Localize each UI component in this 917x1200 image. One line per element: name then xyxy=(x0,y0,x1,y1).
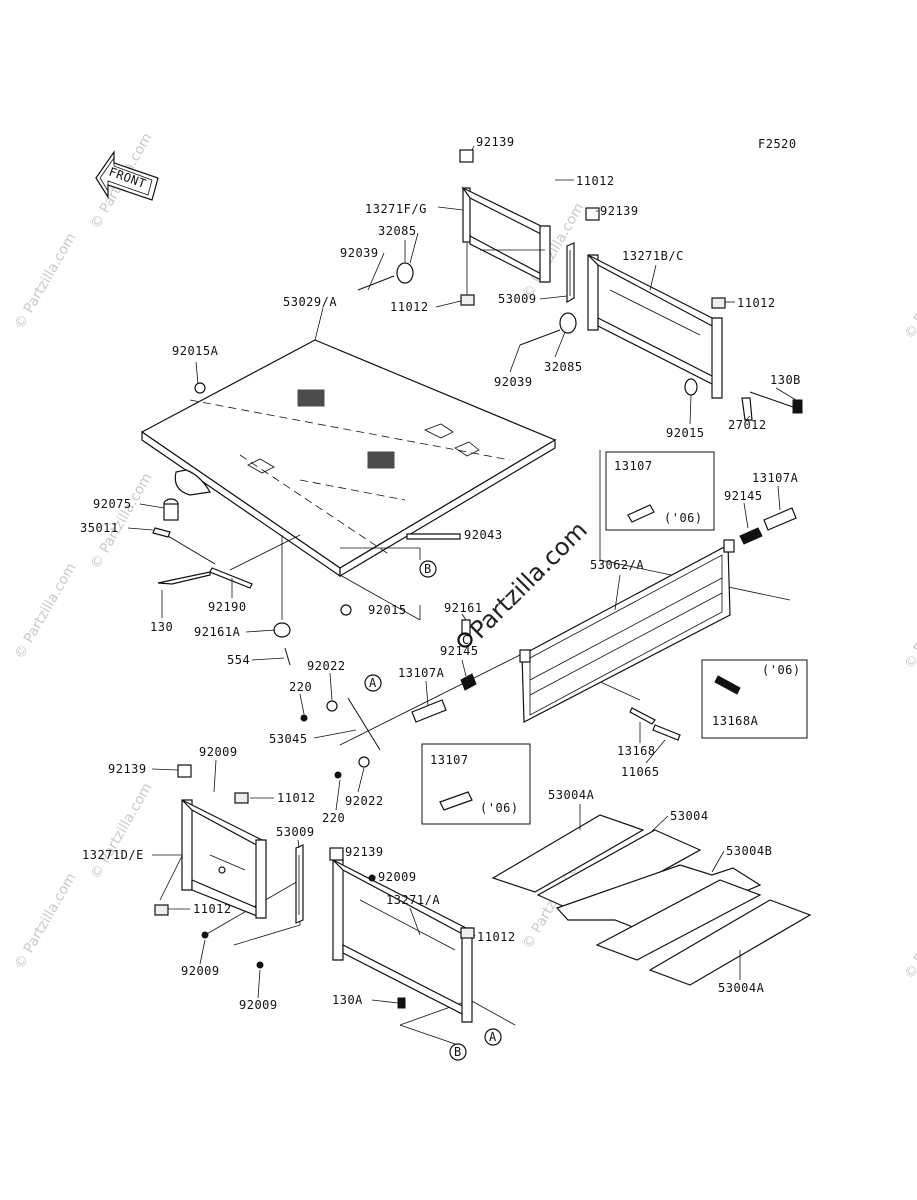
part-label: 92039 xyxy=(494,375,533,389)
part-label: 53009 xyxy=(498,292,537,306)
part-label: 92039 xyxy=(340,246,379,260)
part-label: 53062/A xyxy=(590,558,644,572)
front-panel-13271fg xyxy=(459,149,551,306)
part-label: 13168 xyxy=(617,744,656,758)
callout-markers: B A B A C xyxy=(364,560,502,1061)
part-label: 92022 xyxy=(345,794,384,808)
part-label: 53004B xyxy=(726,844,772,858)
part-label: 130B xyxy=(770,373,801,387)
side-panel-13271bc xyxy=(519,207,803,421)
label-leaders xyxy=(127,145,797,1004)
part-label: 92015 xyxy=(666,426,705,440)
inset-part-label: 13107 xyxy=(430,753,469,767)
part-label: 53004 xyxy=(670,809,709,823)
part-label: 11012 xyxy=(193,902,232,916)
part-label: 92022 xyxy=(307,659,346,673)
part-label: 11012 xyxy=(477,930,516,944)
part-label: 13107A xyxy=(752,471,799,485)
callout-a: A xyxy=(489,1030,497,1044)
inset-part-label: 13107 xyxy=(614,459,653,473)
part-label: 32085 xyxy=(544,360,583,374)
part-label: 53045 xyxy=(269,732,308,746)
part-label: 92015A xyxy=(172,344,219,358)
corner-watermarks: © Partzilla.com © Partzilla.com © Partzi… xyxy=(12,130,917,982)
tailgate-hardware-left xyxy=(152,498,291,666)
part-label: 11012 xyxy=(737,296,776,310)
part-label: 53009 xyxy=(276,825,315,839)
watermark-small: © Partzilla.com xyxy=(12,870,80,972)
watermark-small: © Partzilla.com xyxy=(12,560,80,662)
callout-c: C xyxy=(462,633,470,647)
watermark-small: © Partzilla.com xyxy=(88,780,156,882)
part-label: 92009 xyxy=(199,745,238,759)
part-label: 13271/A xyxy=(386,893,440,907)
inset-year-label: ('06) xyxy=(480,801,519,815)
bed-floor-53029a xyxy=(140,339,557,578)
side-panel-13271a xyxy=(329,847,475,1023)
rail-53009-bottom xyxy=(201,844,304,969)
inset-year-label: ('06) xyxy=(762,663,801,677)
tailgate-53062a xyxy=(519,539,735,723)
part-labels: 92139 11012 92139 13271F/G 32085 92039 1… xyxy=(80,135,801,1012)
part-label: 13107A xyxy=(398,666,445,680)
part-label: 92009 xyxy=(181,964,220,978)
part-label: 92145 xyxy=(440,644,479,658)
part-label: 92075 xyxy=(93,497,132,511)
part-label: 53004A xyxy=(718,981,765,995)
watermark-small: © Partzilla.com xyxy=(520,200,588,302)
part-label: 11012 xyxy=(390,300,429,314)
part-label: 92161A xyxy=(194,625,241,639)
callout-b: B xyxy=(454,1045,462,1059)
part-label: 130A xyxy=(332,993,363,1007)
part-label: 11012 xyxy=(277,791,316,805)
part-label: 220 xyxy=(322,811,345,825)
watermark-small: © Partzilla.com xyxy=(12,230,80,332)
part-label: 92139 xyxy=(476,135,515,149)
part-label: 92190 xyxy=(208,600,247,614)
callout-b: B xyxy=(424,562,432,576)
strap-53045 xyxy=(300,697,381,779)
figure-code: F2520 xyxy=(758,137,797,151)
callout-a: A xyxy=(369,676,377,690)
part-label: 130 xyxy=(150,620,173,634)
part-label: 53004A xyxy=(548,788,595,802)
part-label: 13271D/E xyxy=(82,848,144,862)
part-label: 13271B/C xyxy=(622,249,684,263)
floor-mats-53004 xyxy=(491,814,812,986)
side-panel-13271de xyxy=(154,764,267,919)
inset-box-13107-b: 13107 ('06) xyxy=(421,743,531,825)
part-label: 92139 xyxy=(600,204,639,218)
pin-92043 xyxy=(194,382,461,616)
part-label: 92139 xyxy=(345,845,384,859)
part-label: 92145 xyxy=(724,489,763,503)
part-label: 220 xyxy=(289,680,312,694)
watermark-small: © Partzilla.com xyxy=(902,880,917,982)
part-label: 53029/A xyxy=(283,295,337,309)
part-label: 92015 xyxy=(368,603,407,617)
inset-part-label: 13168A xyxy=(712,714,759,728)
part-label: 11012 xyxy=(576,174,615,188)
rail-53009-top xyxy=(566,242,575,304)
front-arrow-icon: FRONT xyxy=(95,150,159,201)
part-label: 27012 xyxy=(728,418,767,432)
part-label: 13271F/G xyxy=(365,202,427,216)
part-label: 92043 xyxy=(464,528,503,542)
part-label: 35011 xyxy=(80,521,119,535)
watermark-small: © Partzilla.com xyxy=(902,570,917,672)
inset-box-13168a: ('06) 13168A xyxy=(701,659,808,739)
watermark-small: © Partzilla.com xyxy=(902,240,917,342)
inset-year-label: ('06) xyxy=(664,511,703,525)
part-label: 554 xyxy=(227,653,250,667)
inset-box-13107: 13107 ('06) xyxy=(605,451,715,531)
part-label: 11065 xyxy=(621,765,660,779)
part-label: 92139 xyxy=(108,762,147,776)
hinge-bracket-left xyxy=(357,240,414,291)
part-label: 92161 xyxy=(444,601,483,615)
part-label: 32085 xyxy=(378,224,417,238)
part-label: 92009 xyxy=(378,870,417,884)
part-label: 92009 xyxy=(239,998,278,1012)
